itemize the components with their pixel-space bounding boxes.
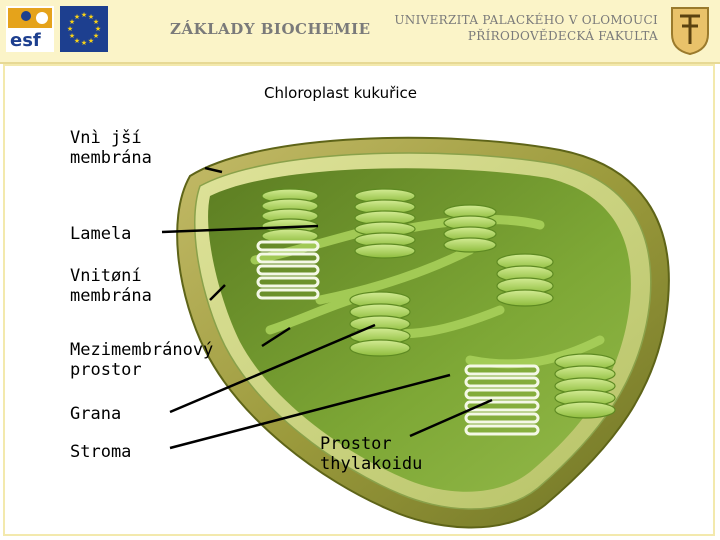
label-stroma: Stroma <box>70 442 132 462</box>
thylakoid-cross-section-1 <box>256 240 320 300</box>
label-inner-membrane-line2: membrána <box>70 286 152 306</box>
svg-text:★: ★ <box>81 39 87 47</box>
label-thylakoid-space-line1: Prostor <box>320 434 392 454</box>
grana-stacks <box>261 188 616 419</box>
label-outer-membrane-line1: Vnì jší <box>70 128 142 148</box>
granum-3 <box>443 204 497 253</box>
label-intermembrane-space-line2: prostor <box>70 360 142 380</box>
label-intermembrane-space-line1: Mezimembránový <box>70 340 214 360</box>
granum-1 <box>261 188 319 244</box>
label-grana: Grana <box>70 404 122 424</box>
esf-logo-text: esf <box>10 30 41 51</box>
leader-lamella <box>161 224 319 234</box>
svg-text:★: ★ <box>69 32 75 40</box>
svg-text:★: ★ <box>74 13 80 21</box>
svg-text:★: ★ <box>93 18 99 26</box>
svg-text:★: ★ <box>67 25 73 33</box>
label-outer-membrane-line2: membrána <box>70 148 152 168</box>
svg-text:★: ★ <box>81 11 87 19</box>
label-intermembrane-space: Mezimembránový prostor <box>70 340 213 380</box>
slide-frame <box>3 64 715 536</box>
leader-outer-membrane <box>204 166 223 174</box>
leader-intermembrane-space <box>261 326 291 348</box>
course-title: ZÁKLADY BIOCHEMIE <box>170 20 371 38</box>
svg-text:★: ★ <box>88 13 94 21</box>
label-inner-membrane-line1: Vnitøní <box>70 266 142 286</box>
university-name: UNIVERZITA PALACKÉHO V OLOMOUCI PŘÍRODOV… <box>394 12 658 44</box>
svg-text:★: ★ <box>88 37 94 45</box>
svg-text:★: ★ <box>69 18 75 26</box>
svg-text:★: ★ <box>74 37 80 45</box>
university-crest-logo <box>671 7 709 56</box>
granum-6 <box>554 353 616 419</box>
eu-flag-logo: ★★★ ★★★ ★★★ ★★★ <box>60 6 108 52</box>
granum-4 <box>349 291 411 357</box>
granum-2 <box>354 188 416 259</box>
esf-logo: esf <box>6 6 54 52</box>
leader-stroma <box>169 373 451 450</box>
label-thylakoid-space-line2: thylakoidu <box>320 454 423 474</box>
header-band: esf ★★★ ★★★ ★★★ ★★★ ZÁKLADY BIOCHEMIE UN… <box>0 0 720 64</box>
leader-inner-membrane <box>209 284 226 301</box>
granum-5 <box>496 253 554 307</box>
leader-grana <box>169 323 376 414</box>
svg-text:★: ★ <box>95 25 101 33</box>
svg-text:★: ★ <box>93 32 99 40</box>
leader-lines <box>161 166 493 450</box>
university-line-2: PŘÍRODOVĚDECKÁ FAKULTA <box>467 29 658 43</box>
label-lamella: Lamela <box>70 224 132 244</box>
thylakoid-cross-section-2 <box>464 364 540 436</box>
label-outer-membrane: Vnì jší membrána <box>70 128 152 168</box>
diagram-title: Chloroplast kukuřice <box>264 84 417 102</box>
label-inner-membrane: Vnitøní membrána <box>70 266 152 306</box>
label-thylakoid-space: Prostor thylakoidu <box>320 434 422 474</box>
leader-thylakoid-space <box>409 398 493 438</box>
university-line-1: UNIVERZITA PALACKÉHO V OLOMOUCI <box>394 13 658 27</box>
